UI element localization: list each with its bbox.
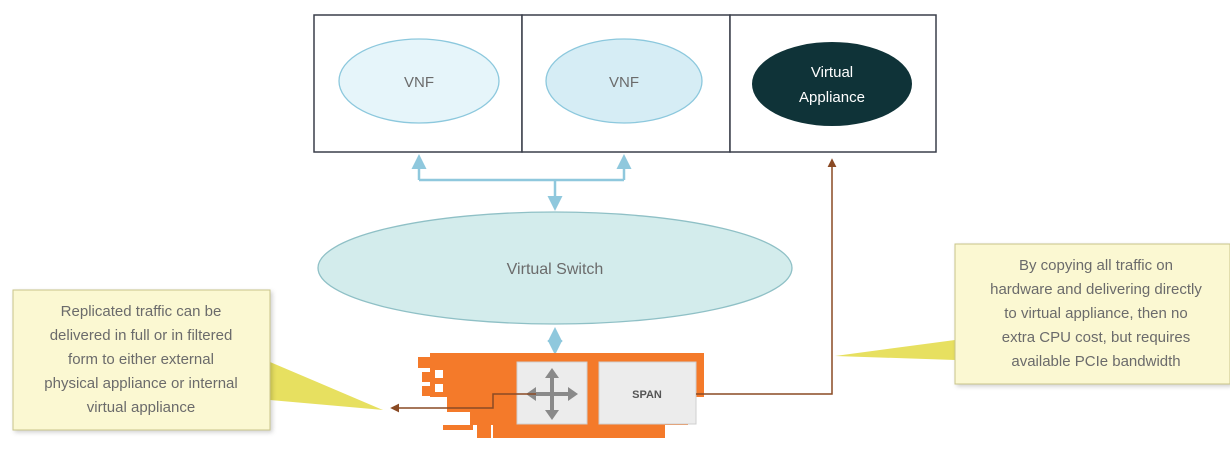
nic-pcie-connector [477,425,665,438]
callout-right-line-1: By copying all traffic on [1019,257,1173,274]
replication-paths [390,158,837,413]
vnf-label-1: VNF [404,74,434,91]
callout-right-line-2: hardware and delivering directly [990,281,1202,298]
vnf-node-2 [545,38,703,124]
to-external-appliance-arrow [390,393,536,413]
host-row: VNF VNF Virtual Appliance [313,14,937,153]
nic-bracket-tab-1 [418,357,432,368]
nic-pcie-tail [443,425,473,430]
callout-left: Replicated traffic can be delivered in f… [12,289,383,431]
vnf-label-2: VNF [609,74,639,91]
callout-left-line-1: Replicated traffic can be [61,303,222,320]
nic-bracket-tab-2 [422,372,432,382]
four-way-arrows-icon [526,368,578,420]
callout-left-line-3: form to either external [68,351,214,368]
virtual-appliance-node [752,42,912,126]
smartnic-card: SPAN [418,353,704,438]
vnf-switch-connector [411,154,632,211]
nic-port-1 [435,370,443,378]
callout-left-line-2: delivered in full or in filtered [50,327,233,344]
callout-right-pointer [835,340,955,360]
span-to-virtual-appliance-arrow [696,158,837,395]
callout-left-line-5: virtual appliance [87,399,195,416]
nic-bracket-tab-3 [422,386,432,396]
span-panel [598,361,697,425]
callout-right-line-3: to virtual appliance, then no [1004,305,1187,322]
callout-right: By copying all traffic on hardware and d… [835,243,1230,385]
virtual-appliance-label-line2: Appliance [799,89,865,106]
callout-right-box [954,243,1230,385]
callout-left-line-4: physical appliance or internal [44,375,237,392]
virtual-switch-label: Virtual Switch [507,261,604,278]
virtual-switch-node [317,211,793,325]
vnf-node-1 [338,38,500,124]
span-label: SPAN [632,389,662,401]
callout-right-line-5: available PCIe bandwidth [1011,353,1180,370]
callout-left-box [12,289,271,431]
callout-right-line-4: extra CPU cost, but requires [1002,329,1190,346]
virtual-appliance-label-line1: Virtual [811,64,853,81]
callout-left-pointer [270,362,383,410]
nic-port-2 [435,384,443,392]
